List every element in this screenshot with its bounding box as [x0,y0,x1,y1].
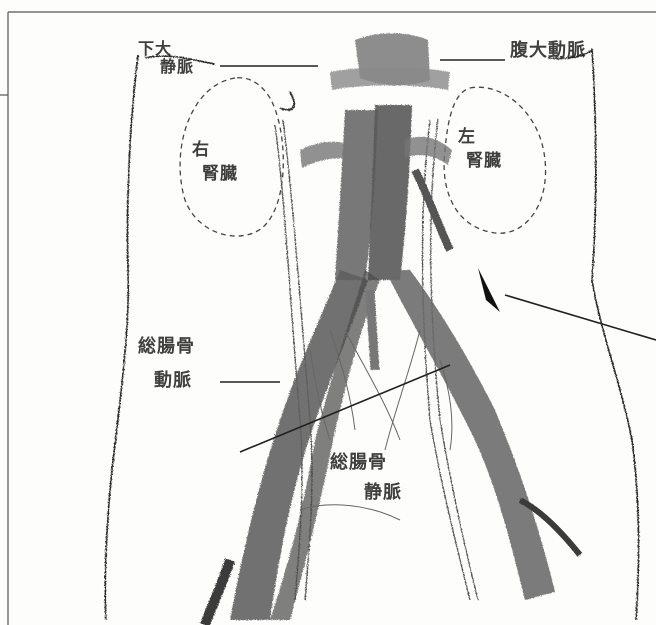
aorta-trunk [368,105,412,280]
label-right-kidney: 右 腎臓 [192,138,238,186]
label-abdominal-aorta: 腹大動脈 [510,40,586,62]
upper-vessels [280,33,450,110]
label-inferior-vena-cava: 下大 静脈 [138,40,194,76]
label-left-kidney: 左 腎臓 [458,125,502,173]
arrowhead [478,268,500,312]
label-common-iliac-artery: 総腸骨 動脈 [138,330,195,398]
label-common-iliac-vein: 総腸骨 静脈 [330,448,402,508]
